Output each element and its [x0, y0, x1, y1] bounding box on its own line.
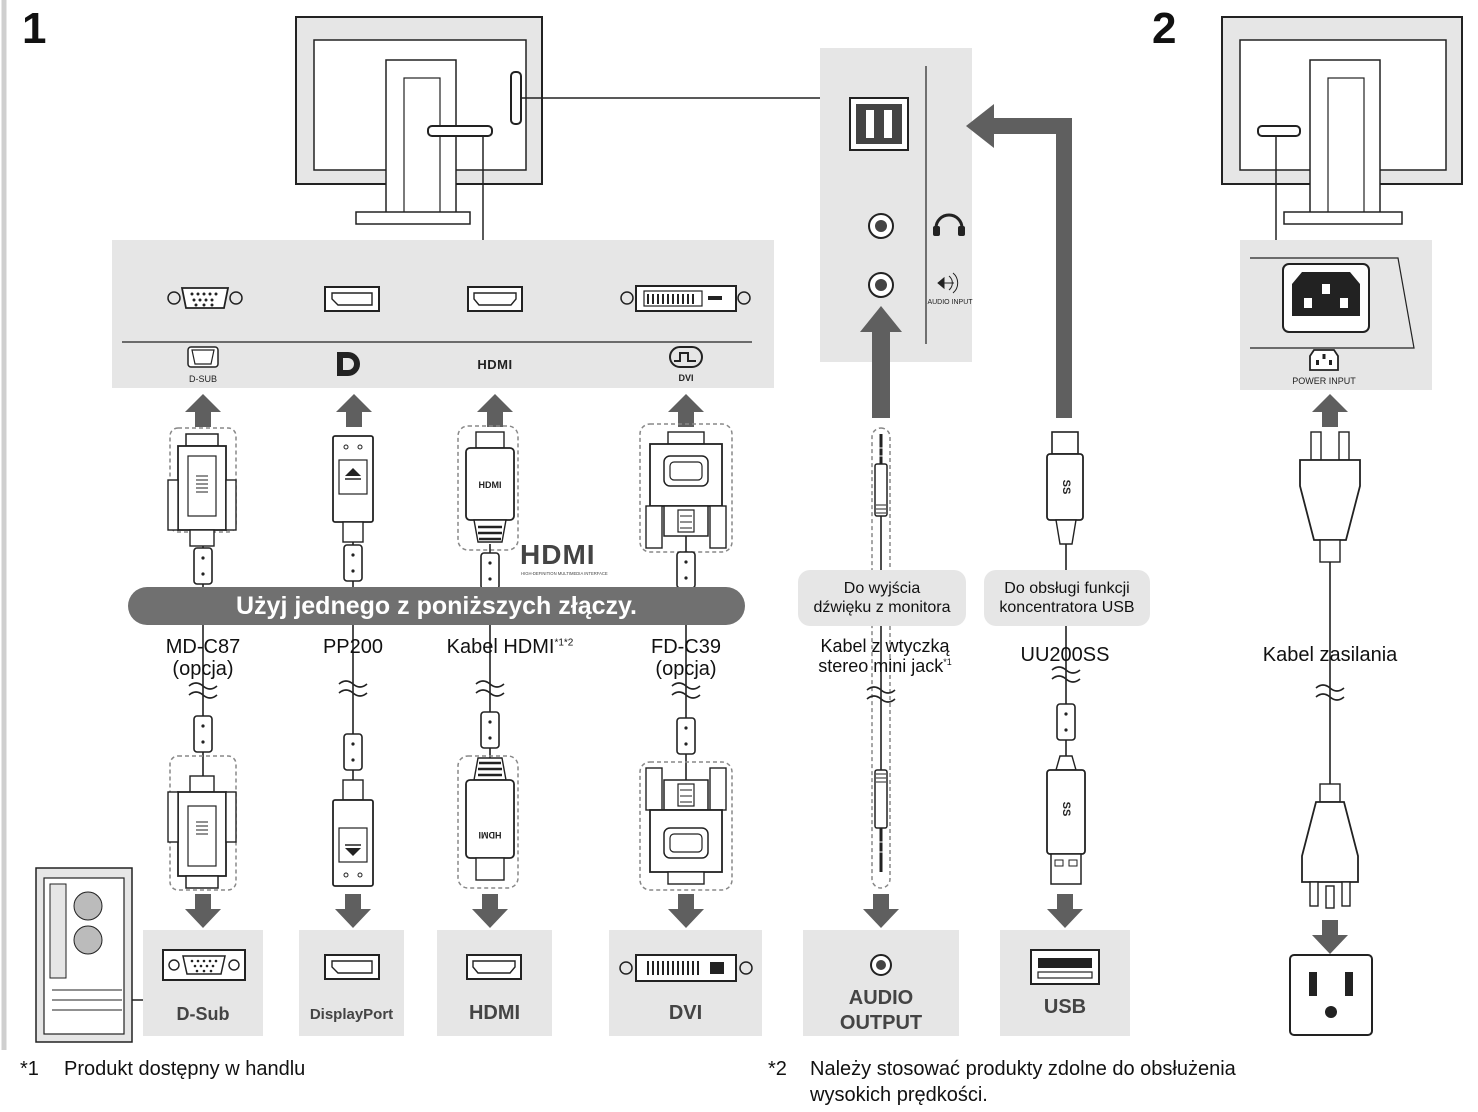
pc-dsub-port-icon: [162, 949, 246, 981]
hdmi-label-logo: HDMI: [477, 357, 512, 372]
svg-text:HDMI: HDMI: [479, 480, 502, 490]
power-cable-label: Kabel zasilania: [1262, 644, 1398, 666]
headphone-jack-icon: [868, 213, 894, 239]
hdmi-cable-upper: HDMI: [457, 425, 519, 590]
monitor-rear-audio-usb-panel: [820, 48, 972, 362]
mdc87-name: MD-C87: [165, 636, 241, 658]
usb-cable: SS SS: [1046, 431, 1086, 885]
usb-purpose-pill: Do obsługi funkcji koncentratora USB: [984, 570, 1150, 626]
headphone-icon: [933, 213, 965, 236]
pc-displayport-label: DisplayPort: [309, 1006, 394, 1023]
hdmi-cable-label: Kabel HDMI*1*2: [430, 636, 590, 658]
footnote-2-line1: Należy stosować produkty zdolne do obsłu…: [810, 1058, 1236, 1080]
audio-purpose-line1: Do wyjścia: [843, 579, 921, 597]
audio-purpose-line2: dźwięku z monitora: [813, 599, 951, 616]
uu200ss-label: UU200SS: [1020, 644, 1110, 666]
svg-text:SS: SS: [1060, 480, 1072, 495]
pp200-cable-lower: [332, 625, 374, 887]
mdc87-cable-lower: [167, 625, 237, 891]
footnote-2-text: Należy stosować produkty zdolne do obsłu…: [810, 1056, 1236, 1108]
footnote-1-mark: *1: [20, 1058, 39, 1080]
hdmi-cable-name: Kabel HDMI: [446, 636, 555, 658]
usb-purpose-line2: koncentratora USB: [999, 599, 1135, 616]
monitor-back-2: [1221, 16, 1463, 225]
footnote-2-mark: *2: [768, 1058, 787, 1080]
pc-usb-label: USB: [1043, 996, 1087, 1018]
mdc87-cable-upper: [167, 427, 237, 590]
hdmi-cable-footnote-ref: *1*2: [554, 637, 574, 649]
footnote-2-line2: wysokich prędkości.: [810, 1084, 988, 1106]
pp200-cable-upper: [332, 435, 374, 590]
pc-audio-output-label: AUDIO OUTPUT: [803, 986, 959, 1036]
mdc87-note: (opcja): [172, 658, 234, 681]
fdc39-label: FD-C39 (opcja): [616, 636, 756, 681]
dvi-label: DVI: [678, 373, 693, 383]
pc-port-dvi: [609, 930, 762, 1036]
power-label-icon: [1309, 349, 1339, 371]
dsub-label-icon: [187, 346, 219, 368]
pc-port-hdmi: [437, 930, 552, 1036]
wall-outlet-icon: [1289, 954, 1373, 1036]
power-cable: [1299, 431, 1361, 909]
dsub-label: D-SUB: [189, 374, 217, 384]
dvi-label-icon: [669, 346, 703, 368]
pc-dsub-label: D-Sub: [176, 1004, 230, 1024]
svg-text:HIGH-DEFINITION MULTIMEDIA INT: HIGH-DEFINITION MULTIMEDIA INTERFACE: [521, 571, 608, 576]
hdmi-brand-logo: HDMI HIGH-DEFINITION MULTIMEDIA INTERFAC…: [520, 539, 608, 576]
pc-port-dsub: [143, 930, 263, 1036]
pc-hdmi-port-icon: [466, 954, 522, 980]
audio-up-arrow: [860, 306, 902, 418]
audio-cable-line2-wrap: stereo mini jack*1: [795, 656, 975, 676]
step-2-number: 2: [1152, 4, 1177, 53]
audio-cable-line1: Kabel z wtyczką: [820, 636, 950, 656]
hdmi-cable-lower: HDMI: [457, 625, 519, 889]
pp200-label: PP200: [322, 636, 384, 658]
audio-cable-footnote-ref: *1: [943, 657, 952, 668]
usb-b-port-icon: [849, 97, 909, 151]
fdc39-name: FD-C39: [650, 636, 721, 658]
pc-tower: [35, 867, 133, 1043]
audio-cable-line2: stereo mini jack: [818, 656, 944, 677]
hdmi-port-icon: [467, 286, 523, 312]
pc-audio-jack-icon: [870, 954, 892, 976]
svg-text:HDMI: HDMI: [479, 830, 502, 840]
monitor-back-1: [295, 16, 543, 225]
audio-input-label: AUDIO INPUT: [927, 299, 973, 306]
usb-route-arrow: [966, 104, 1072, 418]
pc-dvi-label: DVI: [668, 1002, 703, 1024]
mdc87-label: MD-C87 (opcja): [133, 636, 273, 681]
pc-hdmi-label: HDMI: [468, 1002, 521, 1024]
monitor-port-panel: [112, 240, 774, 388]
pc-port-audio: [803, 930, 959, 1036]
displayport-logo-icon: [337, 352, 360, 376]
pc-usb-port-icon: [1030, 949, 1100, 985]
pc-displayport-icon: [324, 954, 380, 980]
pc-port-displayport: [299, 930, 404, 1036]
dsub-port-icon: [167, 287, 243, 309]
fdc39-cable-lower: [639, 625, 733, 891]
usb-purpose-line1: Do obsługi funkcji: [1004, 579, 1130, 597]
audio-input-jack-icon: [868, 272, 894, 298]
svg-text:HDMI: HDMI: [477, 357, 512, 372]
svg-text:SS: SS: [1060, 802, 1072, 817]
footnote-1-text: Produkt dostępny w handlu: [64, 1058, 306, 1080]
fdc39-note: (opcja): [655, 658, 717, 681]
audio-cable-label: Kabel z wtyczką stereo mini jack*1: [795, 636, 975, 676]
connector-banner: Użyj jednego z poniższych złączy.: [128, 587, 745, 625]
pc-audio-line2: OUTPUT: [839, 1012, 923, 1034]
step-1-number: 1: [22, 4, 47, 53]
audio-input-icon: [937, 272, 959, 294]
displayport-port-icon: [324, 286, 380, 312]
pc-dvi-port-icon: [619, 954, 753, 982]
fdc39-cable-upper: [639, 423, 733, 590]
pc-audio-line1: AUDIO: [848, 987, 914, 1009]
power-input-label: POWER INPUT: [1292, 376, 1356, 386]
audio-purpose-pill: Do wyjścia dźwięku z monitora: [798, 570, 966, 626]
dvi-port-icon: [620, 285, 751, 312]
power-inlet-icon: [1282, 263, 1370, 333]
svg-text:HDMI: HDMI: [520, 539, 596, 570]
audio-cable: [866, 427, 896, 889]
